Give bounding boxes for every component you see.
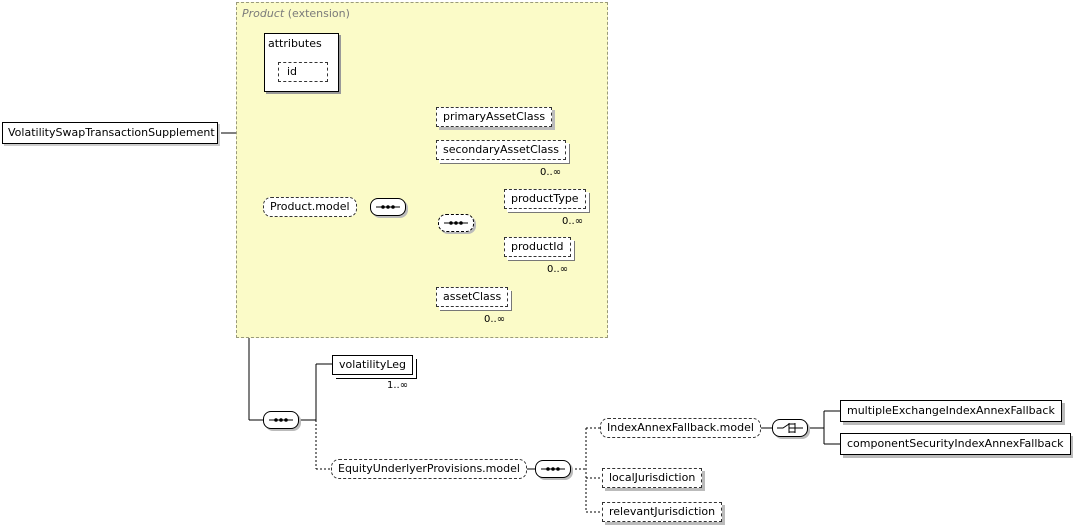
choice-compositor-icon[interactable] xyxy=(772,419,808,437)
product-model-group[interactable]: Product.model xyxy=(263,197,357,217)
cardinality-product-id: 0..∞ xyxy=(547,264,569,275)
equity-underlyer-provisions-model-group[interactable]: EquityUnderlyerProvisions.model xyxy=(331,459,527,479)
sequence-symbol xyxy=(376,205,400,209)
optional-sequence-compositor-icon[interactable] xyxy=(438,214,474,232)
cardinality-volatility-leg: 1..∞ xyxy=(387,380,409,391)
choice-symbol xyxy=(777,423,803,433)
element-component-security-index-annex-fallback[interactable]: componentSecurityIndexAnnexFallback xyxy=(840,433,1071,455)
element-product-type[interactable]: productType xyxy=(504,189,586,209)
element-relevant-jurisdiction[interactable]: relevantJurisdiction xyxy=(602,502,723,522)
index-annex-fallback-model-group[interactable]: IndexAnnexFallback.model xyxy=(600,418,761,438)
sequence-symbol xyxy=(269,418,293,422)
sequence-symbol xyxy=(541,467,565,471)
sequence-compositor-icon[interactable] xyxy=(370,198,406,216)
element-primary-asset-class[interactable]: primaryAssetClass xyxy=(436,107,553,127)
sequence-compositor-icon[interactable] xyxy=(535,460,571,478)
cardinality-secondary-asset-class: 0..∞ xyxy=(540,167,562,178)
cardinality-product-type: 0..∞ xyxy=(562,216,584,227)
element-volatility-leg[interactable]: volatilityLeg xyxy=(332,355,414,375)
element-multiple-exchange-index-annex-fallback[interactable]: multipleExchangeIndexAnnexFallback xyxy=(840,400,1062,422)
root-element-label: VolatilitySwapTransactionSupplement xyxy=(8,126,215,139)
element-secondary-asset-class[interactable]: secondaryAssetClass xyxy=(436,140,567,160)
sequence-symbol xyxy=(444,221,468,225)
extension-suffix: (extension) xyxy=(287,7,350,20)
element-product-id[interactable]: productId xyxy=(504,237,571,257)
root-element[interactable]: VolatilitySwapTransactionSupplement xyxy=(2,122,218,144)
element-local-jurisdiction[interactable]: localJurisdiction xyxy=(602,468,703,488)
sequence-compositor-icon[interactable] xyxy=(263,411,299,429)
attribute-id[interactable]: id xyxy=(278,62,328,82)
cardinality-asset-class: 0..∞ xyxy=(484,314,506,325)
extension-title: Product (extension) xyxy=(242,7,350,20)
element-asset-class[interactable]: assetClass xyxy=(436,287,509,307)
attributes-label: attributes xyxy=(268,37,322,50)
extension-base-name: Product xyxy=(242,7,285,20)
